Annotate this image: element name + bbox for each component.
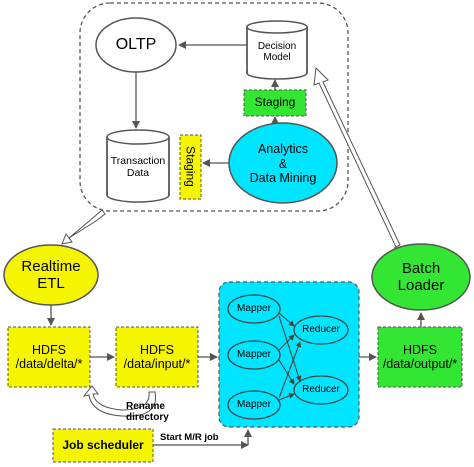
realtime-etl-label: Realtime ETL (21, 257, 81, 292)
transaction-data-cylinder (106, 129, 170, 203)
mapper-3-label: Mapper (237, 399, 271, 411)
hdfs-input-label: HDFS /data/input/* (123, 342, 191, 371)
staging-top-node (243, 89, 307, 117)
reducer-1-label: Reducer (302, 324, 340, 336)
reducer-1-node (293, 315, 349, 345)
job-scheduler-label: Job scheduler (62, 437, 144, 452)
staging-side-label: Staging (183, 146, 198, 187)
analytics-zone-boundary (79, 2, 349, 212)
flow-arrows (47, 41, 425, 361)
analytics-to-etl-arrow (61, 209, 106, 245)
staging-top-label: Staging (254, 95, 296, 110)
mapper-3-node (227, 390, 281, 420)
shuffle-arrows (278, 312, 302, 401)
hdfs-output-label: HDFS /data/output/* (382, 342, 458, 371)
reducer-2-label: Reducer (302, 384, 340, 396)
rename-directory-label: Rename directory (126, 400, 169, 424)
transaction-data-label: Transaction Data (110, 154, 166, 179)
rename-directory-arrow (82, 385, 157, 417)
analytics-label: Analytics & Data Mining (249, 142, 317, 186)
mapper-2-node (227, 340, 281, 370)
batch-loader-label: Batch Loader (397, 259, 445, 294)
batch-loader-node (371, 243, 471, 311)
oltp-label: OLTP (115, 35, 157, 53)
hdfs-output-node (377, 326, 463, 388)
mapper-2-label: Mapper (237, 349, 271, 361)
mapper-1-label: Mapper (237, 303, 271, 315)
hdfs-delta-label: HDFS /data/delta/* (15, 342, 83, 371)
hdfs-delta-node (7, 326, 91, 388)
mapper-1-node (227, 294, 281, 324)
job-scheduler-node (52, 428, 154, 463)
staging-side-node (179, 134, 202, 200)
reducer-2-node (293, 375, 349, 405)
hdfs-input-node (115, 326, 199, 388)
start-mr-job-label: Start M/R job (160, 431, 219, 443)
batch-to-decision-arrow (313, 66, 401, 249)
decision-model-label: Decision Model (257, 40, 297, 64)
